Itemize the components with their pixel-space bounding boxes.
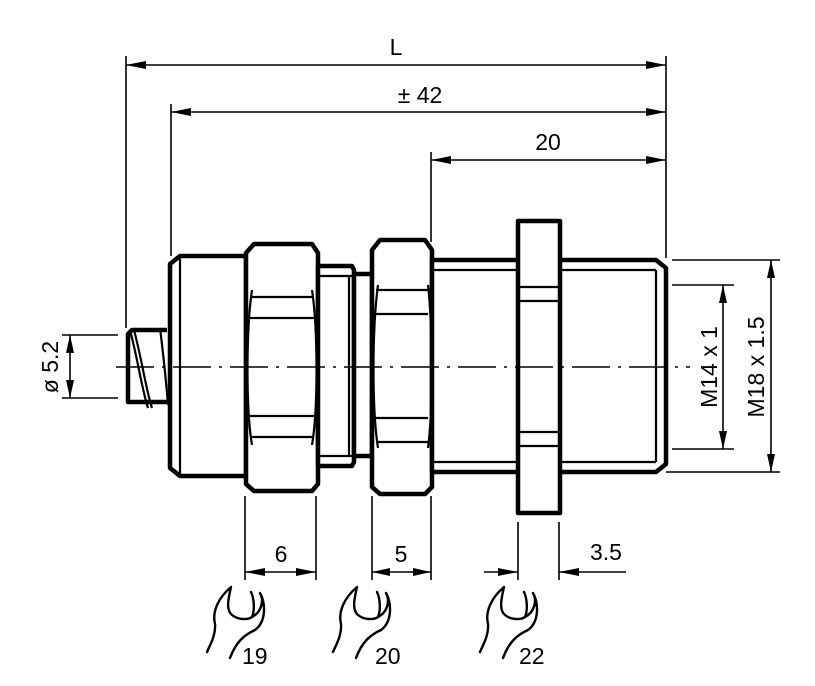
dimension-thread-length: 20 — [431, 129, 666, 164]
wrench-19: 19 — [205, 585, 268, 669]
dimension-flange-width: 3.5 — [484, 522, 626, 580]
outer-thread-label: M18 x 1.5 — [743, 317, 769, 418]
cable — [125, 327, 170, 409]
wrench-size-19: 19 — [242, 643, 268, 669]
nut1-width-label: 6 — [275, 541, 288, 567]
extension-lines — [125, 56, 667, 328]
nut2-width-label: 5 — [395, 541, 408, 567]
dimension-nut1-width: 6 — [244, 496, 317, 580]
wrench-icon — [205, 585, 266, 660]
dimension-body-length: ± 42 — [171, 82, 666, 116]
wrench-size-20: 20 — [375, 643, 401, 669]
overall-length-label: L — [390, 34, 403, 60]
flange-width-label: 3.5 — [590, 539, 622, 565]
rear-housing — [167, 253, 249, 479]
dimension-cable-diameter: ø 5.2 — [37, 334, 118, 399]
wrench-icon — [478, 585, 539, 660]
thread-length-label: 20 — [535, 129, 561, 155]
wrench-icon — [331, 585, 392, 660]
wrench-20: 20 — [331, 585, 401, 669]
wrench-22: 22 — [478, 585, 545, 669]
hex-nut-19 — [243, 241, 321, 494]
body-length-label: ± 42 — [398, 82, 443, 108]
cable-diameter-label: ø 5.2 — [37, 341, 63, 393]
wrench-size-22: 22 — [519, 643, 545, 669]
dimension-nut2-width: 5 — [371, 496, 432, 580]
neck — [315, 263, 375, 469]
dimension-overall-length: L — [126, 34, 666, 69]
inner-thread-label: M14 x 1 — [696, 326, 722, 408]
dimension-outer-thread: M18 x 1.5 — [666, 259, 780, 473]
dimension-inner-thread: M14 x 1 — [672, 284, 734, 450]
